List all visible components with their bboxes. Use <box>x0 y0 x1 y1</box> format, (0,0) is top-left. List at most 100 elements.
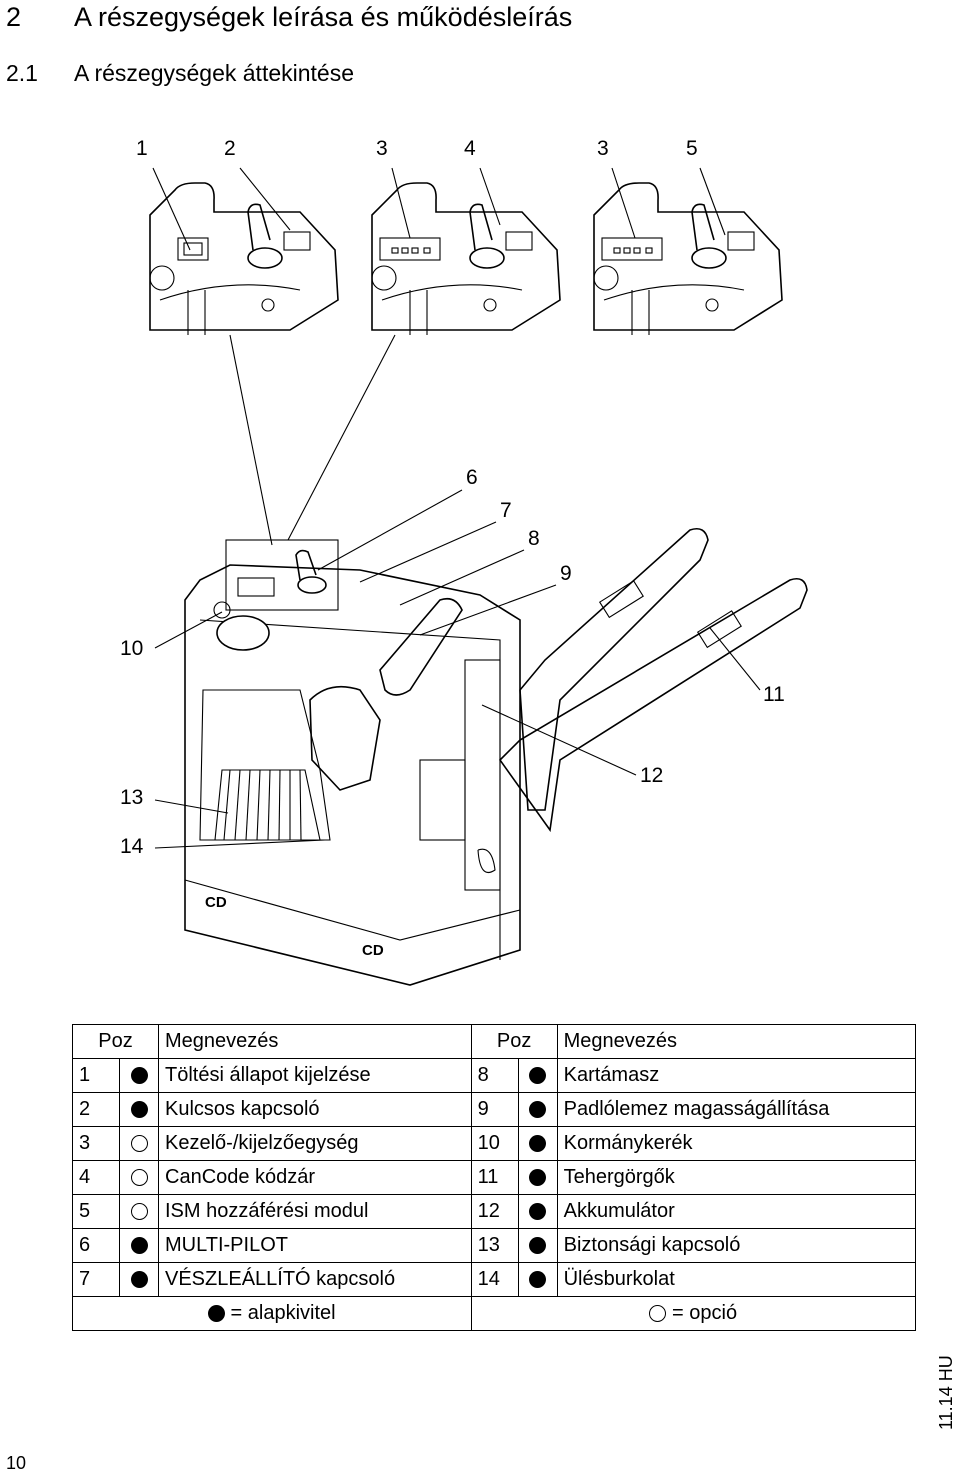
table-row: 3 Kezelő-/kijelzőegység 10 Kormánykerék <box>72 1126 917 1161</box>
callout-5: 5 <box>686 137 698 160</box>
mark-cell <box>517 1126 558 1161</box>
pos-cell: 12 <box>470 1194 519 1229</box>
name-cell: Kormánykerék <box>556 1126 917 1161</box>
pos-cell: 10 <box>470 1126 519 1161</box>
name-cell: Kartámasz <box>556 1058 917 1093</box>
callout-2: 2 <box>224 137 236 160</box>
standard-dot-icon <box>130 1237 148 1255</box>
name-cell: ISM hozzáférési modul <box>158 1194 472 1229</box>
page-number: 10 <box>6 1453 27 1473</box>
legend-standard-label: = alapkivitel <box>230 1302 336 1324</box>
header-name-left: Megnevezés <box>158 1024 472 1059</box>
pallet-truck-drawing: CD CD <box>184 527 808 986</box>
table-row: 6 MULTI-PILOT 13 Biztonsági kapcsoló <box>72 1228 917 1263</box>
legend-standard: = alapkivitel <box>72 1296 472 1331</box>
table-legend-row: = alapkivitel = opció <box>72 1296 917 1331</box>
name-cell: CanCode kódzár <box>158 1160 472 1195</box>
standard-dot-icon <box>529 1135 547 1153</box>
mark-cell <box>119 1160 159 1195</box>
table-row: 5 ISM hozzáférési modul 12 Akkumulátor <box>72 1194 917 1229</box>
standard-dot-icon <box>130 1271 148 1289</box>
pos-cell: 13 <box>470 1228 519 1263</box>
mark-cell <box>119 1262 159 1297</box>
callout-4: 4 <box>464 137 476 160</box>
pos-cell: 14 <box>470 1262 519 1297</box>
mark-cell <box>517 1160 558 1195</box>
legend-option-label: = opció <box>672 1302 738 1324</box>
pos-cell: 1 <box>72 1058 120 1093</box>
zoom-line-right <box>287 334 396 541</box>
standard-dot-icon <box>529 1101 547 1119</box>
callout-13: 13 <box>120 786 143 809</box>
name-cell: Kulcsos kapcsoló <box>158 1092 472 1127</box>
standard-dot-icon <box>529 1237 547 1255</box>
mark-cell <box>517 1228 558 1263</box>
callout-11: 11 <box>763 683 785 706</box>
pos-cell: 7 <box>72 1262 120 1297</box>
name-cell: Kezelő-/kijelzőegység <box>158 1126 472 1161</box>
document-code: 11.14 HU <box>936 1355 956 1430</box>
chapter-number: 2 <box>6 2 22 32</box>
mark-cell <box>119 1126 159 1161</box>
mark-cell <box>119 1092 159 1127</box>
option-circle-icon <box>130 1135 148 1153</box>
name-cell: Tehergörgők <box>556 1160 917 1195</box>
callout-6: 6 <box>466 466 478 489</box>
standard-dot-icon <box>207 1305 225 1323</box>
table-header-row: Poz Megnevezés Poz Megnevezés <box>72 1024 917 1059</box>
callout-10: 10 <box>120 637 143 660</box>
name-cell: MULTI-PILOT <box>158 1228 472 1263</box>
truck-overview-figure: 1 2 3 4 3 5 <box>120 137 808 986</box>
name-cell: Biztonsági kapcsoló <box>556 1228 917 1263</box>
mark-cell <box>517 1058 558 1093</box>
standard-dot-icon <box>529 1067 547 1085</box>
console-detail-1 <box>149 182 339 335</box>
mark-cell <box>517 1194 558 1229</box>
callout-3b: 3 <box>597 137 609 160</box>
logo-mark-b: CD <box>362 942 384 959</box>
pos-cell: 8 <box>470 1058 519 1093</box>
callout-14: 14 <box>120 835 144 858</box>
legend-option: = opció <box>470 1296 917 1331</box>
option-circle-icon <box>649 1305 667 1323</box>
callout-12: 12 <box>640 764 663 787</box>
callout-leader-lines <box>154 489 761 849</box>
name-cell: Akkumulátor <box>556 1194 917 1229</box>
pos-cell: 2 <box>72 1092 120 1127</box>
mark-cell <box>517 1092 558 1127</box>
pos-cell: 6 <box>72 1228 120 1263</box>
callout-8: 8 <box>528 527 540 550</box>
mark-cell <box>517 1262 558 1297</box>
pos-cell: 9 <box>470 1092 519 1127</box>
chapter-title: A részegységek leírása és működésleírás <box>74 2 573 32</box>
name-cell: Töltési állapot kijelzése <box>158 1058 472 1093</box>
standard-dot-icon <box>529 1271 547 1289</box>
name-cell: Ülésburkolat <box>556 1262 917 1297</box>
header-poz-right: Poz <box>470 1024 558 1059</box>
option-circle-icon <box>130 1169 148 1187</box>
name-cell: VÉSZLEÁLLÍTÓ kapcsoló <box>158 1262 472 1297</box>
callout-3a: 3 <box>376 137 388 160</box>
standard-dot-icon <box>529 1169 547 1187</box>
mark-cell <box>119 1228 159 1263</box>
callout-7: 7 <box>500 499 512 522</box>
console-detail-3 <box>593 182 783 335</box>
top-leader-lines <box>152 167 726 251</box>
zoom-line-left <box>229 334 273 546</box>
table-row: 1 Töltési állapot kijelzése 8 Kartámasz <box>72 1058 917 1093</box>
parts-table: Poz Megnevezés Poz Megnevezés 1 Töltési … <box>72 1024 917 1331</box>
standard-dot-icon <box>529 1203 547 1221</box>
pos-cell: 11 <box>470 1160 519 1195</box>
mark-cell <box>119 1194 159 1229</box>
section-title: A részegységek áttekintése <box>74 60 354 86</box>
header-poz-left: Poz <box>72 1024 159 1059</box>
callout-9: 9 <box>560 562 572 585</box>
name-cell: Padlólemez magasságállítása <box>556 1092 917 1127</box>
table-row: 4 CanCode kódzár 11 Tehergörgők <box>72 1160 917 1195</box>
console-detail-2 <box>371 182 561 335</box>
pos-cell: 4 <box>72 1160 120 1195</box>
table-row: 2 Kulcsos kapcsoló 9 Padlólemez magasság… <box>72 1092 917 1127</box>
option-circle-icon <box>130 1203 148 1221</box>
logo-mark-a: CD <box>205 894 227 911</box>
table-row: 7 VÉSZLEÁLLÍTÓ kapcsoló 14 Ülésburkolat <box>72 1262 917 1297</box>
